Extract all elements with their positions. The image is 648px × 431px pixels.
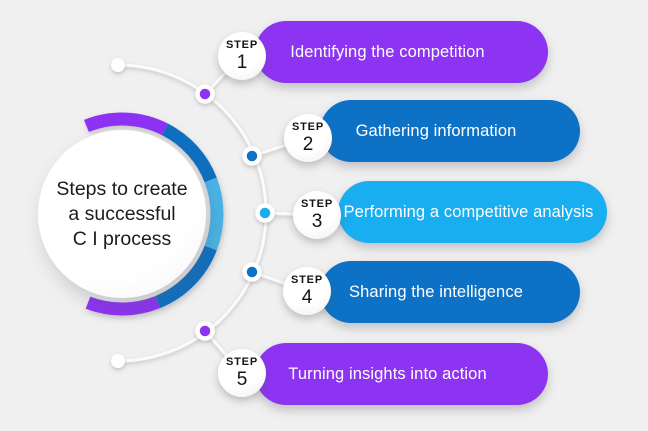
center-title-line-1: Steps to create [56, 177, 188, 200]
ring-segment-purple-bottom [85, 296, 161, 316]
ring-segment-blue-bottom [154, 245, 217, 309]
step-pill-3: Performing a competitive analysis [338, 181, 607, 243]
center-title-line-2: a successful [68, 202, 176, 225]
step-badge-4: STEP 4 [283, 267, 331, 315]
step-badge-number-4: 4 [301, 287, 313, 308]
step-dot-1 [195, 84, 215, 104]
step-dots [195, 84, 275, 341]
ring-segment-blue-top [161, 123, 217, 183]
step-pill-5: Turning insights into action [255, 343, 548, 405]
ring-segment-cyan [204, 177, 224, 251]
orbit-end-dots [111, 58, 125, 368]
step-dot-2 [242, 146, 262, 166]
step-badge-5: STEP 5 [218, 349, 266, 397]
step-badge-1: STEP 1 [218, 32, 266, 80]
step-pill-2: Gathering information [320, 100, 580, 162]
center-title-circle: Steps to create a successful C I process [38, 130, 206, 298]
step-badge-label-1: STEP [226, 39, 258, 51]
step-pill-1: Identifying the competition [255, 21, 548, 83]
orbit-end-dot-top [111, 58, 125, 72]
step-badge-label-2: STEP [292, 121, 324, 133]
step-badge-3: STEP 3 [293, 191, 341, 239]
step-badge-number-1: 1 [236, 52, 248, 73]
step-pill-label-3: Performing a competitive analysis [343, 202, 594, 221]
ring-segment-purple-top [83, 112, 169, 136]
step-pill-label-2: Gathering information [355, 121, 517, 140]
step-badge-label-5: STEP [226, 356, 258, 368]
step-dot-5 [195, 321, 215, 341]
step-badge-label-4: STEP [291, 274, 323, 286]
step-badge-number-3: 3 [311, 211, 323, 232]
step-dot-4 [242, 262, 262, 282]
step-badge-number-2: 2 [302, 134, 314, 155]
step-pill-label-5: Turning insights into action [288, 364, 487, 383]
step-dot-3 [255, 203, 275, 223]
step-pill-label-4: Sharing the intelligence [349, 282, 523, 301]
step-pill-label-1: Identifying the competition [290, 42, 485, 61]
step-pill-4: Sharing the intelligence [320, 261, 580, 323]
step-badge-label-3: STEP [301, 198, 333, 210]
center-ring [83, 112, 224, 316]
step-badge-number-5: 5 [236, 369, 248, 390]
center-title-line-3: C I process [72, 227, 172, 250]
step-badge-2: STEP 2 [284, 114, 332, 162]
orbit-end-dot-bottom [111, 354, 125, 368]
